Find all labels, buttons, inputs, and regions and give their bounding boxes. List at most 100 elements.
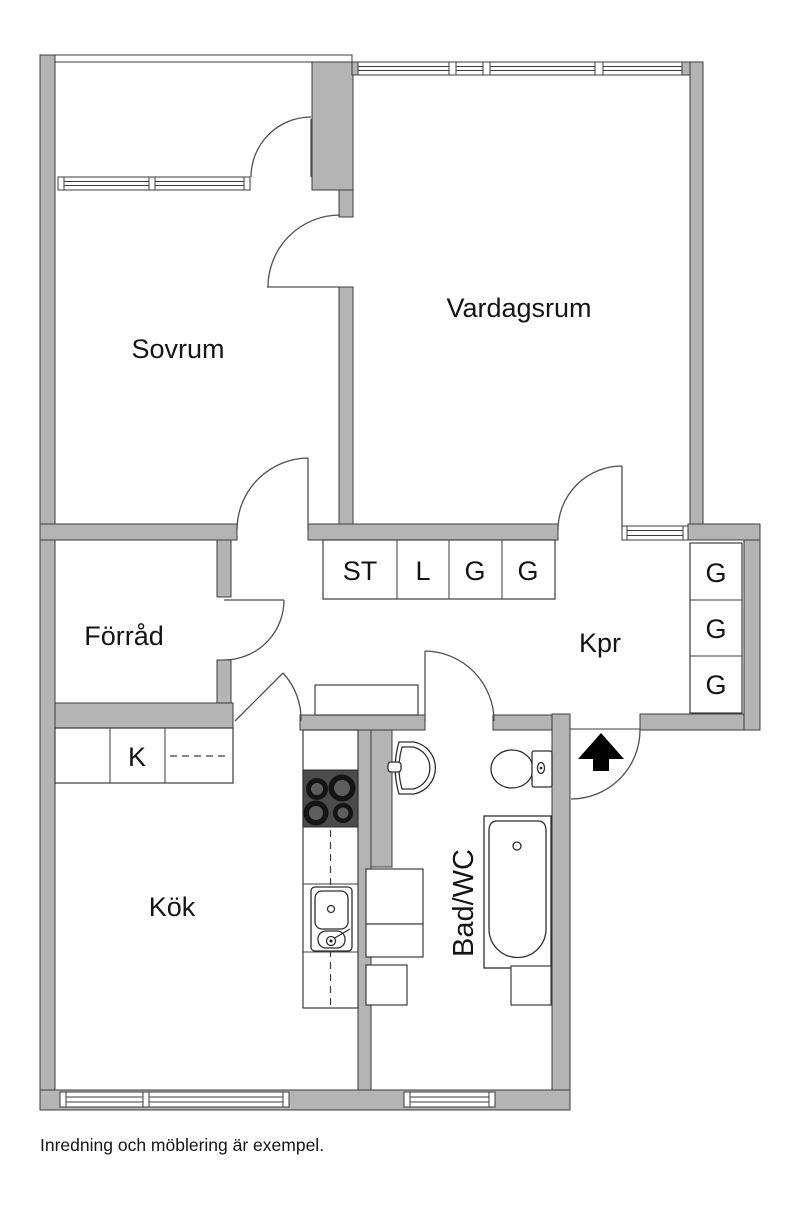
burner-center: [309, 806, 323, 820]
window-frame: [403, 1091, 496, 1108]
closet-label-g: G: [517, 556, 538, 586]
wall-kitchen-bath-top-left: [299, 714, 426, 731]
bathtub: [483, 815, 552, 969]
closet-column-outline: [689, 542, 743, 714]
toilet-flush-dot: [539, 766, 543, 770]
door-swing-arc: [557, 465, 623, 531]
door-kitchen: [234, 672, 302, 722]
window-mullion: [148, 176, 156, 191]
wall-right-outer-upper: [689, 61, 704, 541]
window-frame: [621, 525, 689, 541]
sink-basin: [314, 890, 349, 930]
wall-bath-top-right: [492, 714, 553, 731]
window-mullion: [448, 61, 457, 76]
door-swing-arc: [267, 214, 341, 288]
wall-hall-top-right: [687, 523, 761, 541]
door-swing-arc: [282, 672, 302, 722]
toilet-flush-button: [536, 761, 546, 775]
wall-right-outer-lower: [743, 539, 761, 731]
wall-sovrum-vardagsrum-lower: [338, 286, 354, 525]
wall-balcony-pillar: [311, 61, 354, 191]
entrance-arrow-icon: [578, 733, 624, 771]
window-bottom-center: [403, 1091, 496, 1108]
window-mullion: [482, 61, 491, 76]
room-label-kok: Kök: [149, 892, 196, 922]
window-mullion: [594, 61, 604, 76]
door-swing-arc: [424, 650, 495, 722]
window-end-cap: [57, 176, 65, 191]
closet-row-outline: [322, 539, 556, 600]
window-interior-kpr: [621, 525, 689, 541]
balcony-railing: [54, 54, 353, 63]
toilet-bowl: [490, 749, 534, 789]
kitchen-unit-row: K: [54, 727, 234, 784]
closet-column-kpr: G G G: [689, 542, 743, 714]
door-vardagsrum-kpr: [557, 465, 623, 531]
window-end-cap: [59, 1091, 67, 1108]
washing-machine: [365, 868, 424, 925]
wall-left-outer: [39, 54, 56, 1111]
closet-row-hall: ST L G G: [322, 539, 556, 600]
door-swing-arc: [250, 116, 312, 178]
balcony: [54, 54, 353, 191]
window-end-cap: [243, 176, 251, 191]
bathroom-sink: [387, 741, 437, 795]
door-forrad: [223, 599, 285, 661]
door-sovrum-hall: [236, 457, 309, 530]
closet-label-g: G: [464, 556, 485, 586]
door-sovrum-vardagsrum: [267, 214, 341, 288]
room-label-forrad: Förråd: [84, 621, 164, 651]
toilet: [490, 749, 553, 789]
window-vardagsrum-top: [357, 61, 683, 76]
bathtub-inner: [488, 820, 547, 959]
door-swing-arc: [236, 457, 309, 530]
window-end-cap: [403, 1091, 411, 1108]
wall-sovrum-vardagsrum-upper: [338, 189, 354, 218]
hall-shelf: [314, 684, 419, 716]
closet-label-st: ST: [343, 556, 378, 586]
wall-bath-right: [551, 713, 571, 1111]
window-frame: [357, 61, 683, 76]
window-end-cap: [282, 1091, 290, 1108]
window-frame: [59, 1091, 290, 1108]
stove: [302, 769, 359, 828]
door-entrance: [570, 728, 641, 800]
window-mullion: [142, 1091, 150, 1108]
closet-label-g: G: [705, 614, 726, 644]
room-label-sovrum: Sovrum: [131, 334, 224, 364]
wall-kpr-bottom: [639, 713, 745, 731]
wall-bath-pillar: [370, 729, 393, 868]
wall-hall-top-left: [39, 523, 238, 541]
closet-label-l: L: [415, 556, 430, 586]
burner-center: [337, 807, 349, 819]
sink-unit: [310, 886, 353, 952]
fridge-label-k: K: [128, 742, 146, 772]
bathtub-drain: [512, 841, 522, 851]
wall-forrad-right-lower: [216, 659, 232, 707]
bathroom-fixtures: [365, 741, 553, 1006]
door-leaf: [234, 672, 284, 722]
window-end-cap: [488, 1091, 496, 1108]
burner-center: [311, 783, 323, 795]
wall-forrad-bottom: [54, 702, 234, 729]
kitchen-unit-outline: [54, 727, 234, 784]
door-swing-arc: [570, 729, 641, 800]
bath-cabinet: [365, 923, 424, 958]
kitchen-counter: [302, 729, 359, 1009]
door-swing-arc: [223, 599, 285, 661]
balcony-window: [57, 176, 251, 191]
bath-cabinet: [365, 964, 408, 1006]
closet-label-g: G: [705, 670, 726, 700]
burner-center: [334, 780, 350, 796]
bath-cabinet: [510, 965, 552, 1006]
room-label-kpr: Kpr: [579, 628, 621, 658]
balcony-door: [250, 116, 312, 178]
toilet-tank: [531, 750, 553, 788]
window-end-cap: [682, 525, 689, 541]
closet-label-g: G: [705, 558, 726, 588]
window-bottom-left: [59, 1091, 290, 1108]
wall-hall-top-mid: [307, 523, 559, 541]
